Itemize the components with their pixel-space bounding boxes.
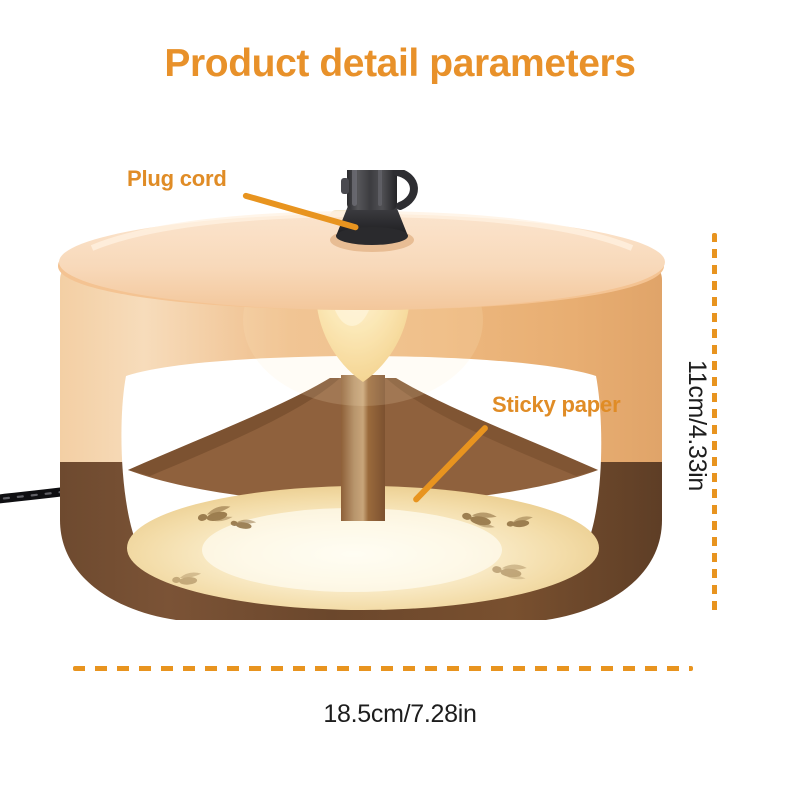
page-title: Product detail parameters (164, 42, 636, 85)
support-column (341, 375, 385, 521)
top-cap (58, 210, 665, 310)
top-cap-face (59, 214, 665, 310)
callout-label-plug-cord: Plug cord (127, 166, 227, 191)
trapped-insects (172, 506, 533, 585)
callout-label-sticky-paper: Sticky paper (492, 392, 621, 417)
height-dimension-guide (712, 233, 717, 613)
width-dimension-guide (73, 666, 693, 671)
plug-connector (336, 170, 418, 245)
height-dimension-label: 11cm/4.33in (683, 360, 711, 492)
width-dimension-label: 18.5cm/7.28in (323, 700, 477, 728)
product-illustration (0, 170, 720, 650)
